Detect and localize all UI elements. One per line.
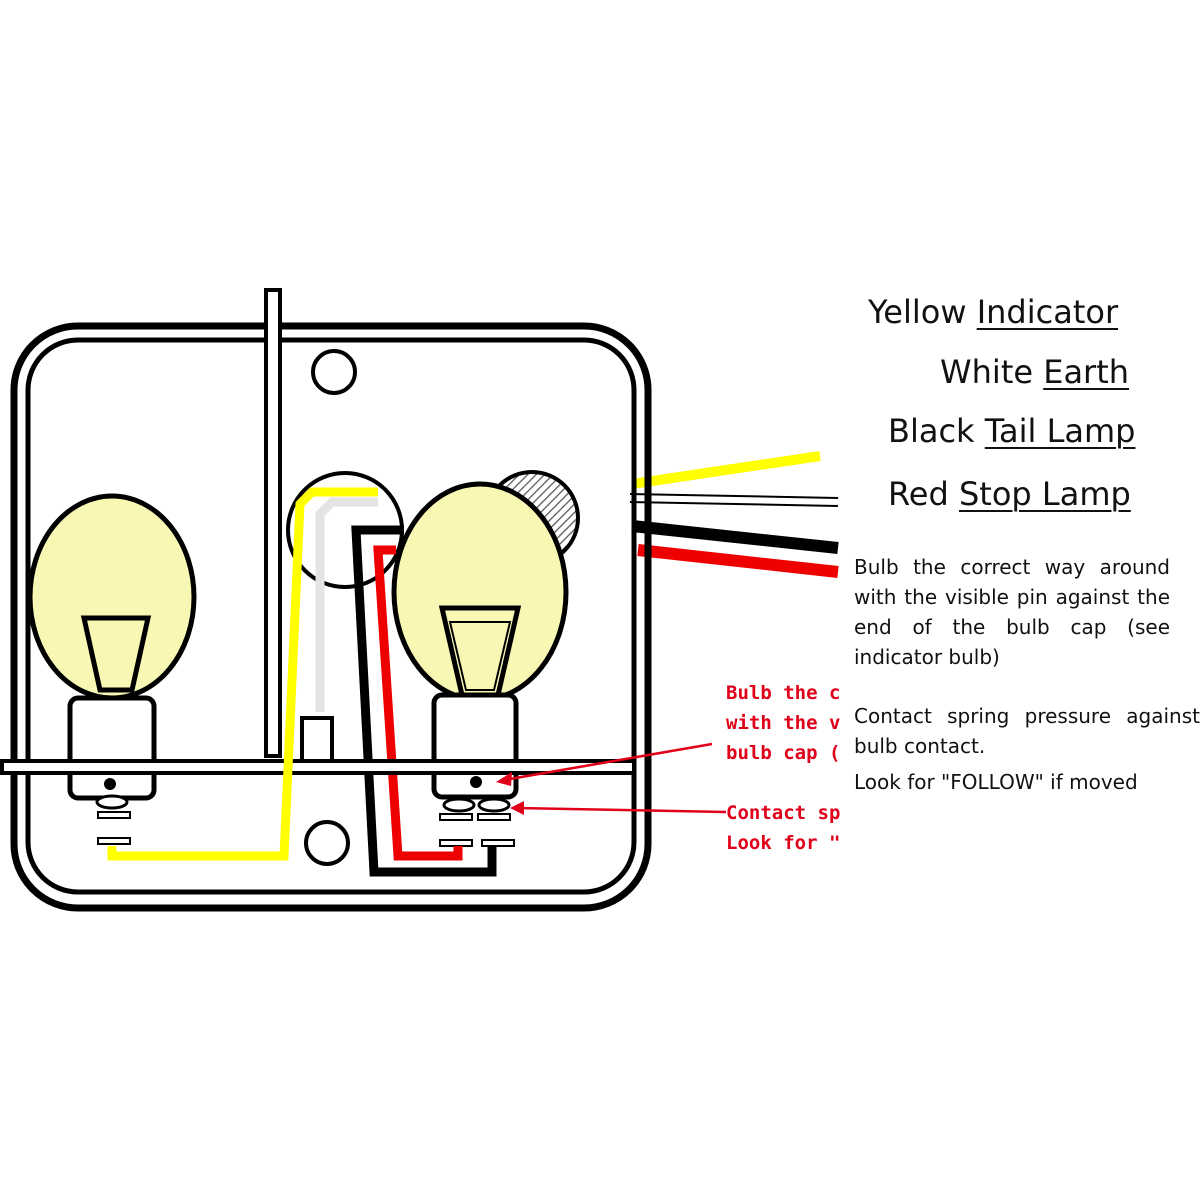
indicator-bulb-filament	[80, 615, 152, 693]
divider-rod	[264, 288, 282, 758]
black-wire-external	[631, 520, 839, 554]
legend-white-color: White	[940, 353, 1034, 391]
indicator-bulb-pin	[104, 778, 116, 790]
red-annotation-line-2: with the vi:	[726, 712, 840, 734]
lamp-housing-outer	[10, 322, 652, 912]
yellow-wire-internal	[107, 487, 378, 861]
red-annotation-line-4: Contact spr	[726, 802, 840, 824]
spring-arrow	[510, 801, 727, 815]
terminal-block	[300, 716, 334, 764]
yellow-wire-external	[631, 451, 821, 489]
red-annotation-line-1: Bulb the cc	[726, 682, 840, 704]
note-follow: Look for "FOLLOW" if moved	[854, 770, 1138, 794]
red-wire-external	[637, 544, 839, 578]
white-wire-internal	[315, 497, 378, 712]
stop-contact-spring-right	[477, 797, 511, 813]
legend-black-color: Black	[888, 412, 975, 450]
legend-black: Black Tail Lamp	[888, 415, 1135, 447]
legend-white: White Earth	[940, 356, 1129, 388]
horizontal-bar	[0, 759, 636, 775]
legend-red: Red Stop Lamp	[888, 478, 1131, 510]
black-wire-internal	[351, 525, 497, 877]
red-annotation-line-5: Look for "F	[726, 832, 840, 854]
pin-arrow	[496, 742, 713, 786]
mounting-hole-top	[311, 349, 357, 395]
stop-bulb-pin	[470, 776, 482, 788]
legend-black-function: Tail Lamp	[984, 412, 1136, 450]
indicator-contact-spring	[95, 794, 129, 810]
legend-yellow-function: Indicator	[976, 293, 1119, 331]
mounting-hole-bottom	[304, 820, 350, 866]
stop-contact-spring-left	[442, 797, 476, 813]
legend-yellow-color: Yellow	[868, 293, 967, 331]
legend-yellow: Yellow Indicator	[868, 296, 1118, 328]
note-bulb-orientation: Bulb the correct way around with the vis…	[854, 555, 1170, 669]
legend-red-function: Stop Lamp	[958, 475, 1131, 513]
note-spring-pressure: Contact spring pressure against bulb con…	[854, 704, 1200, 758]
legend-red-color: Red	[888, 475, 949, 513]
red-wire-internal	[373, 545, 463, 861]
legend-white-function: Earth	[1043, 353, 1130, 391]
red-annotation-line-3: bulb cap (s	[726, 742, 840, 764]
lamp-housing-inner	[25, 337, 637, 895]
